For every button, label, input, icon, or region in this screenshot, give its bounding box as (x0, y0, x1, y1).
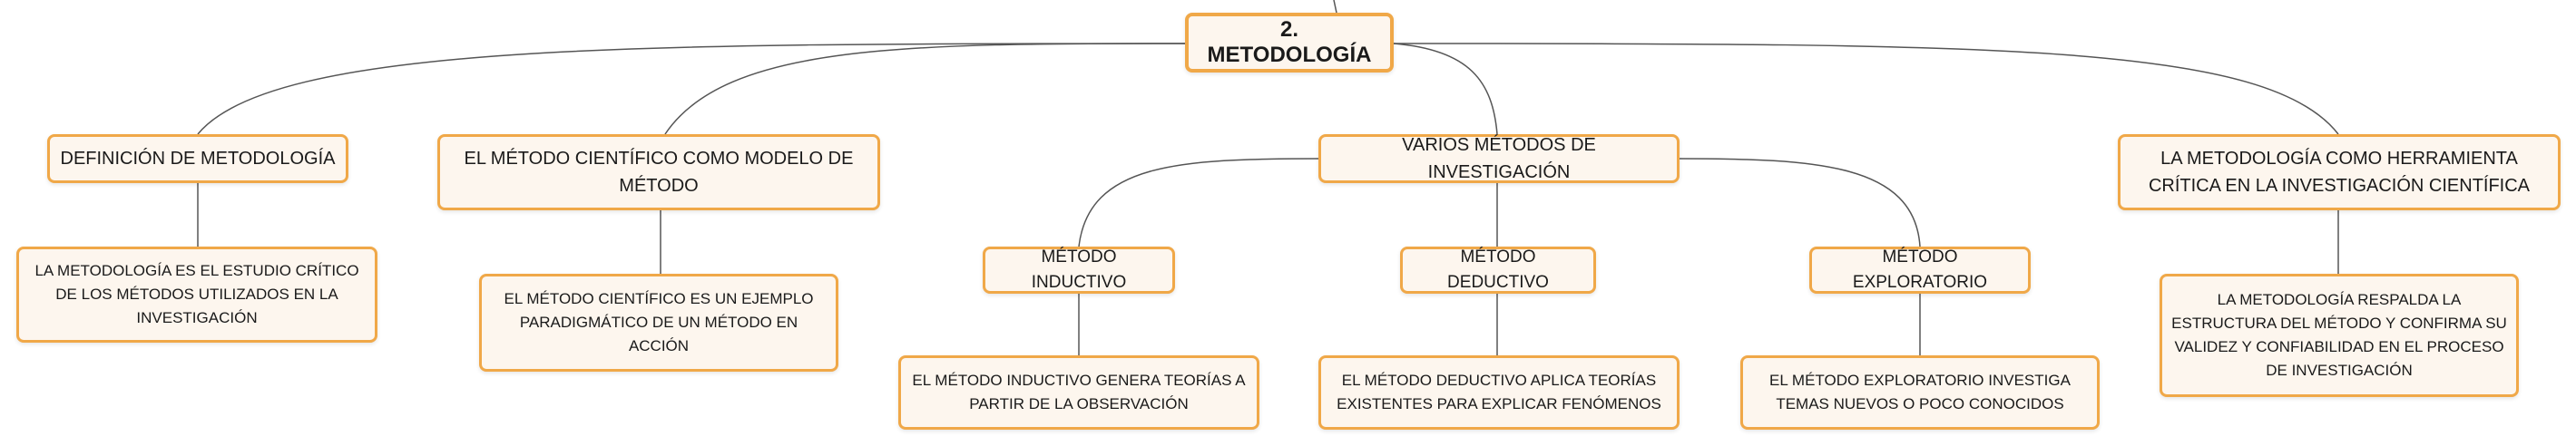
subtopic-node-label: MÉTODO EXPLORATORIO (1852, 247, 1988, 292)
topic-node-label: DEFINICIÓN DE METODOLOGÍA (60, 149, 336, 169)
detail-node-text: EL MÉTODO DEDUCTIVO APLICA TEORÍAS EXIST… (1337, 372, 1661, 412)
root-node[interactable]: 2. METODOLOGÍA (1185, 13, 1394, 73)
detail-node-text: LA METODOLOGÍA ES EL ESTUDIO CRÍTICO DE … (34, 262, 359, 326)
connector-varios-to-inductivo (1078, 158, 1319, 247)
detail-node-inductivo[interactable]: EL MÉTODO INDUCTIVO GENERA TEORÍAS A PAR… (898, 355, 1259, 430)
detail-node-exploratorio[interactable]: EL MÉTODO EXPLORATORIO INVESTIGA TEMAS N… (1740, 355, 2100, 430)
topic-node-definicion[interactable]: DEFINICIÓN DE METODOLOGÍA (47, 134, 348, 183)
connector-root-to-varios-metodos (1393, 43, 1498, 135)
topic-node-herramienta[interactable]: LA METODOLOGÍA COMO HERRAMIENTA CRÍTICA … (2118, 134, 2561, 210)
topic-node-label: VARIOS MÉTODOS DE INVESTIGACIÓN (1402, 135, 1596, 182)
subtopic-node-deductivo[interactable]: MÉTODO DEDUCTIVO (1400, 247, 1596, 294)
topic-node-metodo-cientifico[interactable]: EL MÉTODO CIENTÍFICO COMO MODELO DE MÉTO… (437, 134, 880, 210)
connector-root-to-herramienta (1393, 43, 2339, 135)
detail-node-definicion[interactable]: LA METODOLOGÍA ES EL ESTUDIO CRÍTICO DE … (16, 247, 377, 343)
detail-node-text: EL MÉTODO CIENTÍFICO ES UN EJEMPLO PARAD… (504, 290, 814, 354)
subtopic-node-label: MÉTODO INDUCTIVO (1031, 247, 1127, 292)
connector-root-to-metodo-cientifico (664, 43, 1186, 135)
detail-node-text: EL MÉTODO EXPLORATORIO INVESTIGA TEMAS N… (1769, 372, 2071, 412)
subtopic-node-inductivo[interactable]: MÉTODO INDUCTIVO (983, 247, 1175, 294)
detail-node-deductivo[interactable]: EL MÉTODO DEDUCTIVO APLICA TEORÍAS EXIST… (1318, 355, 1680, 430)
detail-node-text: EL MÉTODO INDUCTIVO GENERA TEORÍAS A PAR… (912, 372, 1246, 412)
detail-node-metodo-cientifico[interactable]: EL MÉTODO CIENTÍFICO ES UN EJEMPLO PARAD… (479, 274, 838, 372)
connector-root-incoming (1333, 0, 1337, 14)
subtopic-node-exploratorio[interactable]: MÉTODO EXPLORATORIO (1809, 247, 2031, 294)
topic-node-label: LA METODOLOGÍA COMO HERRAMIENTA CRÍTICA … (2148, 149, 2531, 196)
detail-node-herramienta[interactable]: LA METODOLOGÍA RESPALDA LA ESTRUCTURA DE… (2160, 274, 2519, 397)
root-node-label: 2. METODOLOGÍA (1207, 17, 1372, 67)
detail-node-text: LA METODOLOGÍA RESPALDA LA ESTRUCTURA DE… (2171, 291, 2507, 379)
topic-node-varios-metodos[interactable]: VARIOS MÉTODOS DE INVESTIGACIÓN (1318, 134, 1680, 183)
connector-root-to-definicion (197, 43, 1186, 135)
topic-node-label: EL MÉTODO CIENTÍFICO COMO MODELO DE MÉTO… (464, 149, 854, 196)
subtopic-node-label: MÉTODO DEDUCTIVO (1447, 247, 1549, 292)
connector-varios-to-exploratorio (1679, 158, 1921, 247)
